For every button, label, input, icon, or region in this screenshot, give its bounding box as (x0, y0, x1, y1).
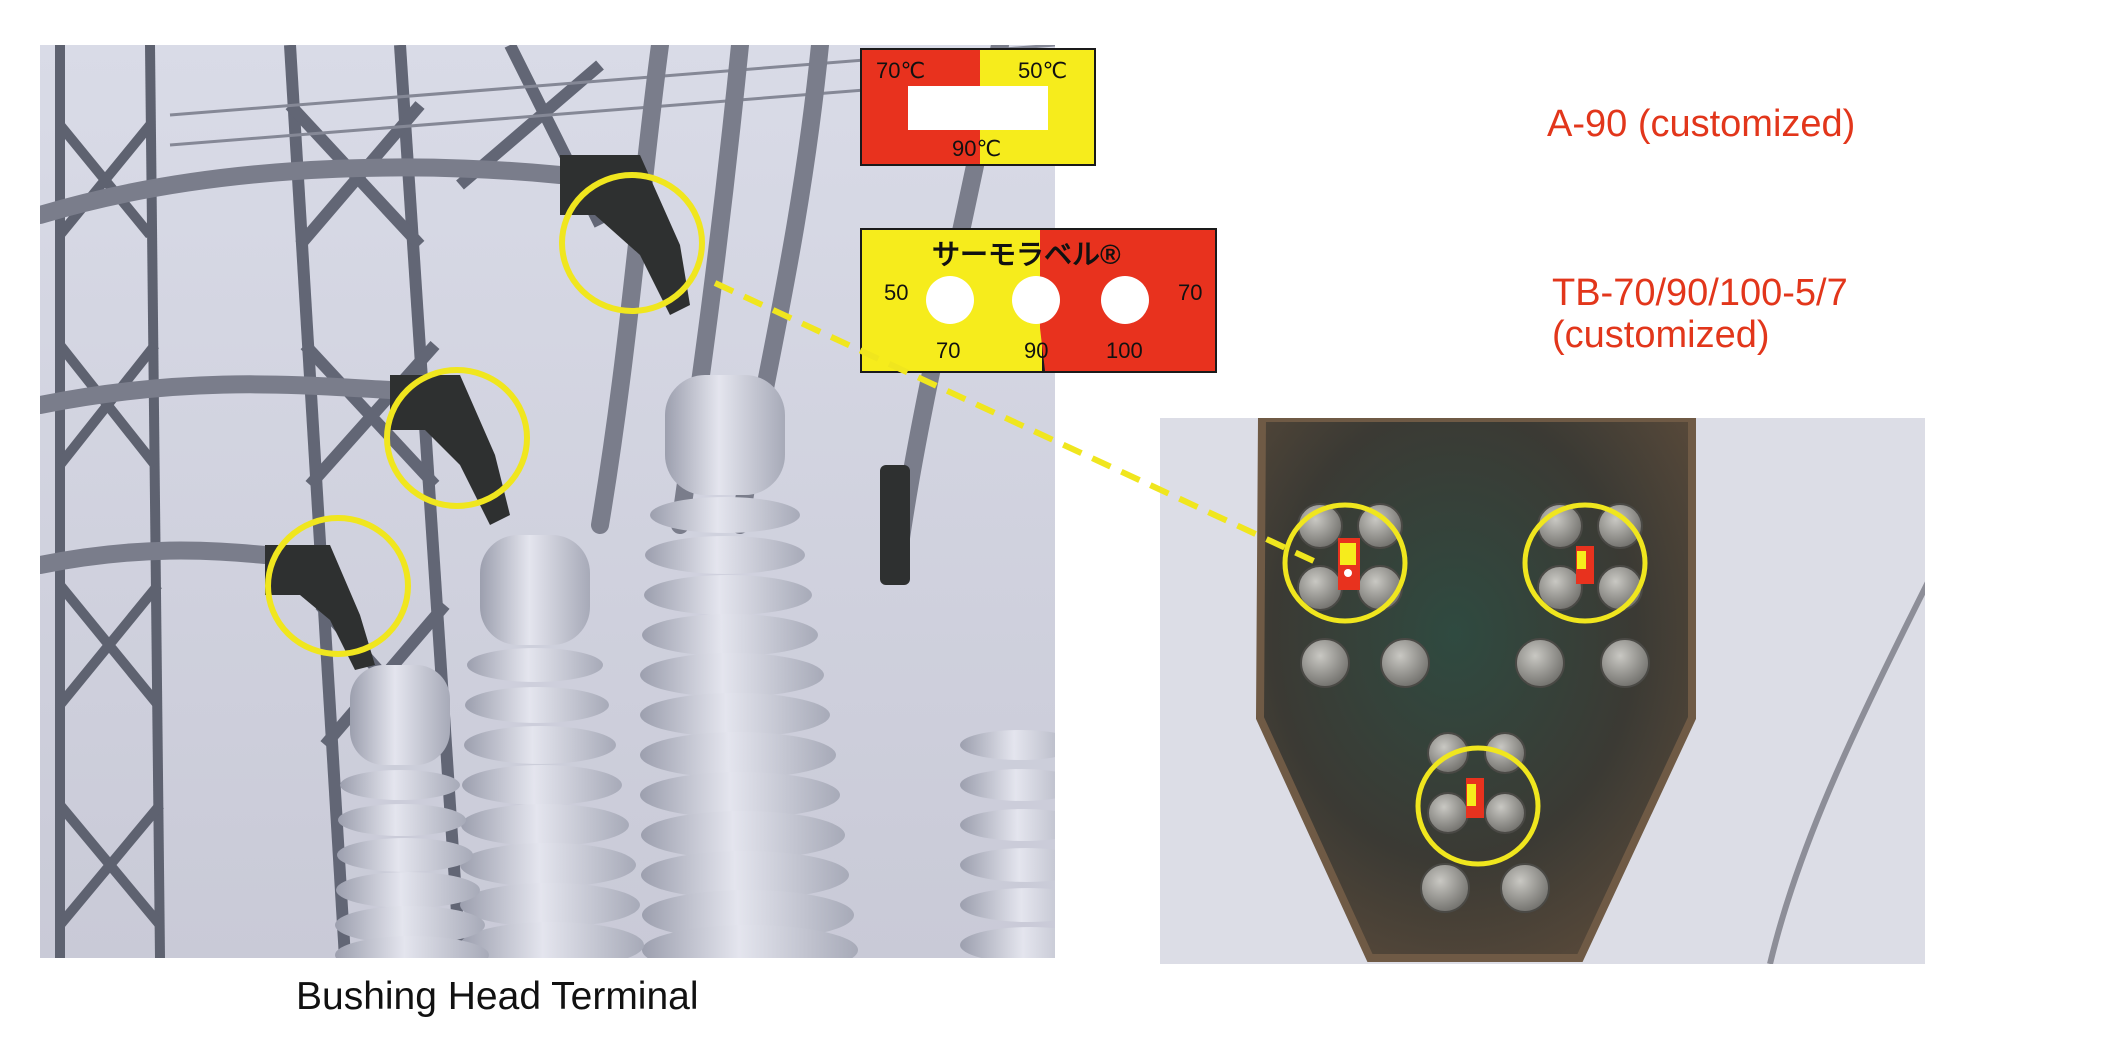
indicator-dot-70 (926, 276, 974, 324)
thermo-label-tb: サーモラベル® 50 70 70 90 100 (860, 228, 1217, 373)
product-name-tb-line1: TB-70/90/100-5/7 (1552, 272, 1848, 314)
dot-value-70: 70 (936, 338, 960, 363)
indicator-dot-100 (1101, 276, 1149, 324)
highlight-circles (265, 172, 705, 657)
temp-bottom-text: 90℃ (952, 136, 1001, 161)
scale-left-text: 50 (884, 280, 908, 305)
dot-value-100: 100 (1106, 338, 1143, 363)
temp-right-text: 50℃ (1018, 58, 1067, 83)
product-name-tb-line2: (customized) (1552, 314, 1770, 356)
scale-right-text: 70 (1178, 280, 1202, 305)
right-photo-terminal-plate (1160, 418, 1925, 964)
caption-bushing-head-terminal: Bushing Head Terminal (296, 975, 699, 1018)
dot-value-90: 90 (1024, 338, 1048, 363)
bushing-scene (40, 45, 1055, 958)
brand-text: サーモラベル® (932, 239, 1121, 270)
temp-left-text: 70℃ (876, 58, 925, 83)
indicator-dot-90 (1012, 276, 1060, 324)
applied-labels (1338, 538, 1594, 818)
product-name-tb: TB-70/90/100-5/7 (customized) (1552, 272, 1848, 356)
thermo-label-a90: 70℃ 50℃ 90℃ (860, 48, 1096, 166)
terminal-plate-scene (1160, 418, 1925, 964)
left-photo-bushings (40, 45, 1055, 958)
product-name-a90: A-90 (customized) (1547, 103, 1856, 145)
